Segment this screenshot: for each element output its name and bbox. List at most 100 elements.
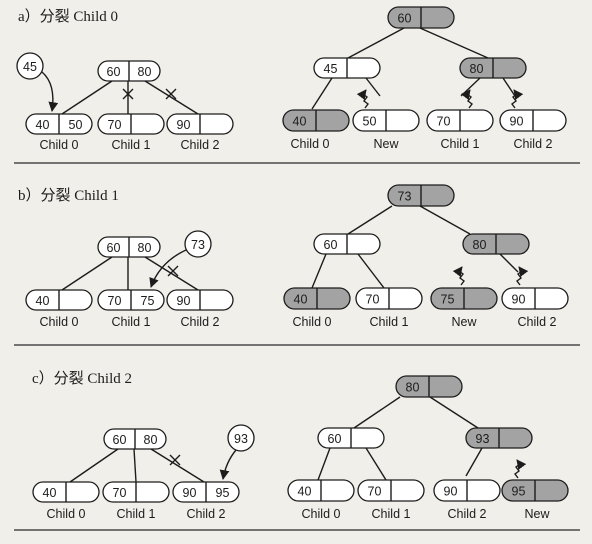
leaf-label: Child 0	[291, 137, 330, 151]
child-node: 70 75	[97, 289, 165, 311]
child-label: Child 2	[181, 315, 220, 329]
edge	[311, 77, 333, 110]
inner-node: 80	[459, 57, 527, 79]
leaf-label: Child 2	[448, 507, 487, 521]
panel-c: c）分裂 Child 2 60 80 40 70 90 95	[32, 370, 569, 521]
leaf-label: Child 1	[370, 315, 409, 329]
link-squiggle-icon	[460, 89, 473, 109]
panel-b: b）分裂 Child 1 60 80 40 70 75 90	[18, 184, 569, 329]
node-key: 40	[43, 486, 57, 500]
edge	[311, 253, 327, 289]
cut-mark-icon	[167, 265, 179, 277]
node-key: 90	[510, 115, 524, 129]
link-squiggle-icon	[514, 459, 527, 479]
node-key: 70	[108, 294, 122, 308]
edge	[69, 448, 119, 483]
child-node: 40	[25, 289, 93, 311]
node-key: 95	[512, 485, 526, 499]
leaf-node: 70	[355, 287, 423, 310]
node-key: 50	[69, 118, 83, 132]
child-label: Child 2	[181, 138, 220, 152]
node-key: 75	[441, 293, 455, 307]
node-key: 93	[476, 432, 490, 446]
node-key: 75	[141, 294, 155, 308]
insert-key-circle	[16, 52, 44, 80]
edge	[353, 396, 401, 429]
insert-key: 45	[23, 60, 37, 74]
node-key: 80	[473, 238, 487, 252]
leaf-node: 40	[283, 287, 351, 310]
edge	[365, 447, 387, 481]
edge	[347, 205, 393, 235]
edge	[61, 256, 113, 291]
edge	[499, 253, 519, 273]
node-key: 60	[398, 12, 412, 26]
root-node: 73	[387, 184, 455, 207]
child-label: Child 0	[40, 138, 79, 152]
inner-node: 80	[462, 233, 530, 255]
leaf-label: Child 0	[293, 315, 332, 329]
edge	[460, 77, 481, 97]
node-key: 80	[406, 381, 420, 395]
child-node: 90	[166, 113, 234, 135]
node-key: 70	[108, 118, 122, 132]
cut-mark-icon	[165, 88, 177, 100]
child-label: Child 1	[117, 507, 156, 521]
child-node: 40 50	[25, 113, 93, 135]
node-key: 90	[444, 485, 458, 499]
insert-arrow-icon	[41, 71, 59, 112]
node-key: 80	[138, 65, 152, 79]
edge	[465, 447, 483, 477]
node-key: 70	[366, 293, 380, 307]
node-key: 90	[177, 118, 191, 132]
child-node: 70	[102, 481, 170, 503]
link-squiggle-icon	[511, 89, 524, 109]
child-node: 90	[166, 289, 234, 311]
root-node: 80	[395, 375, 463, 398]
edge	[144, 80, 199, 115]
edge	[317, 447, 331, 481]
node-key: 40	[294, 293, 308, 307]
node-key: 40	[36, 118, 50, 132]
node-key: 70	[437, 115, 451, 129]
node-key: 40	[298, 485, 312, 499]
leaf-label: New	[451, 315, 477, 329]
edge	[347, 27, 405, 59]
edge	[144, 256, 199, 291]
insert-key: 73	[191, 238, 205, 252]
node-key: 60	[328, 432, 342, 446]
child-node: 70	[97, 113, 165, 135]
root-node: 60 80	[97, 60, 161, 82]
node-key: 70	[113, 486, 127, 500]
leaf-node: 70	[357, 479, 425, 502]
link-squiggle-icon	[356, 89, 369, 109]
node-key: 80	[144, 433, 158, 447]
root-node: 60 80	[103, 428, 167, 450]
leaf-node: 50	[352, 109, 420, 132]
leaf-label: New	[524, 507, 550, 521]
insert-arrow-icon	[149, 249, 187, 288]
node-key: 90	[512, 293, 526, 307]
child-label: Child 1	[112, 138, 151, 152]
child-label: Child 0	[40, 315, 79, 329]
leaf-label: Child 2	[514, 137, 553, 151]
insert-key: 93	[234, 432, 248, 446]
cut-mark-icon	[122, 88, 134, 100]
leaf-node: 40	[282, 109, 350, 132]
insert-key-circle	[227, 424, 255, 452]
inner-node: 93	[465, 427, 533, 449]
node-key: 90	[177, 294, 191, 308]
edge	[502, 77, 516, 97]
edge	[357, 253, 385, 289]
child-label: Child 0	[47, 507, 86, 521]
leaf-node: 90	[433, 479, 501, 502]
inner-node: 45	[313, 57, 381, 79]
node-key: 90	[183, 486, 197, 500]
panel-b-caption: b）分裂 Child 1	[18, 187, 119, 204]
node-key: 60	[113, 433, 127, 447]
leaf-label: Child 1	[441, 137, 480, 151]
edge	[61, 80, 113, 115]
child-node: 40	[32, 481, 100, 503]
leaf-label: Child 0	[302, 507, 341, 521]
